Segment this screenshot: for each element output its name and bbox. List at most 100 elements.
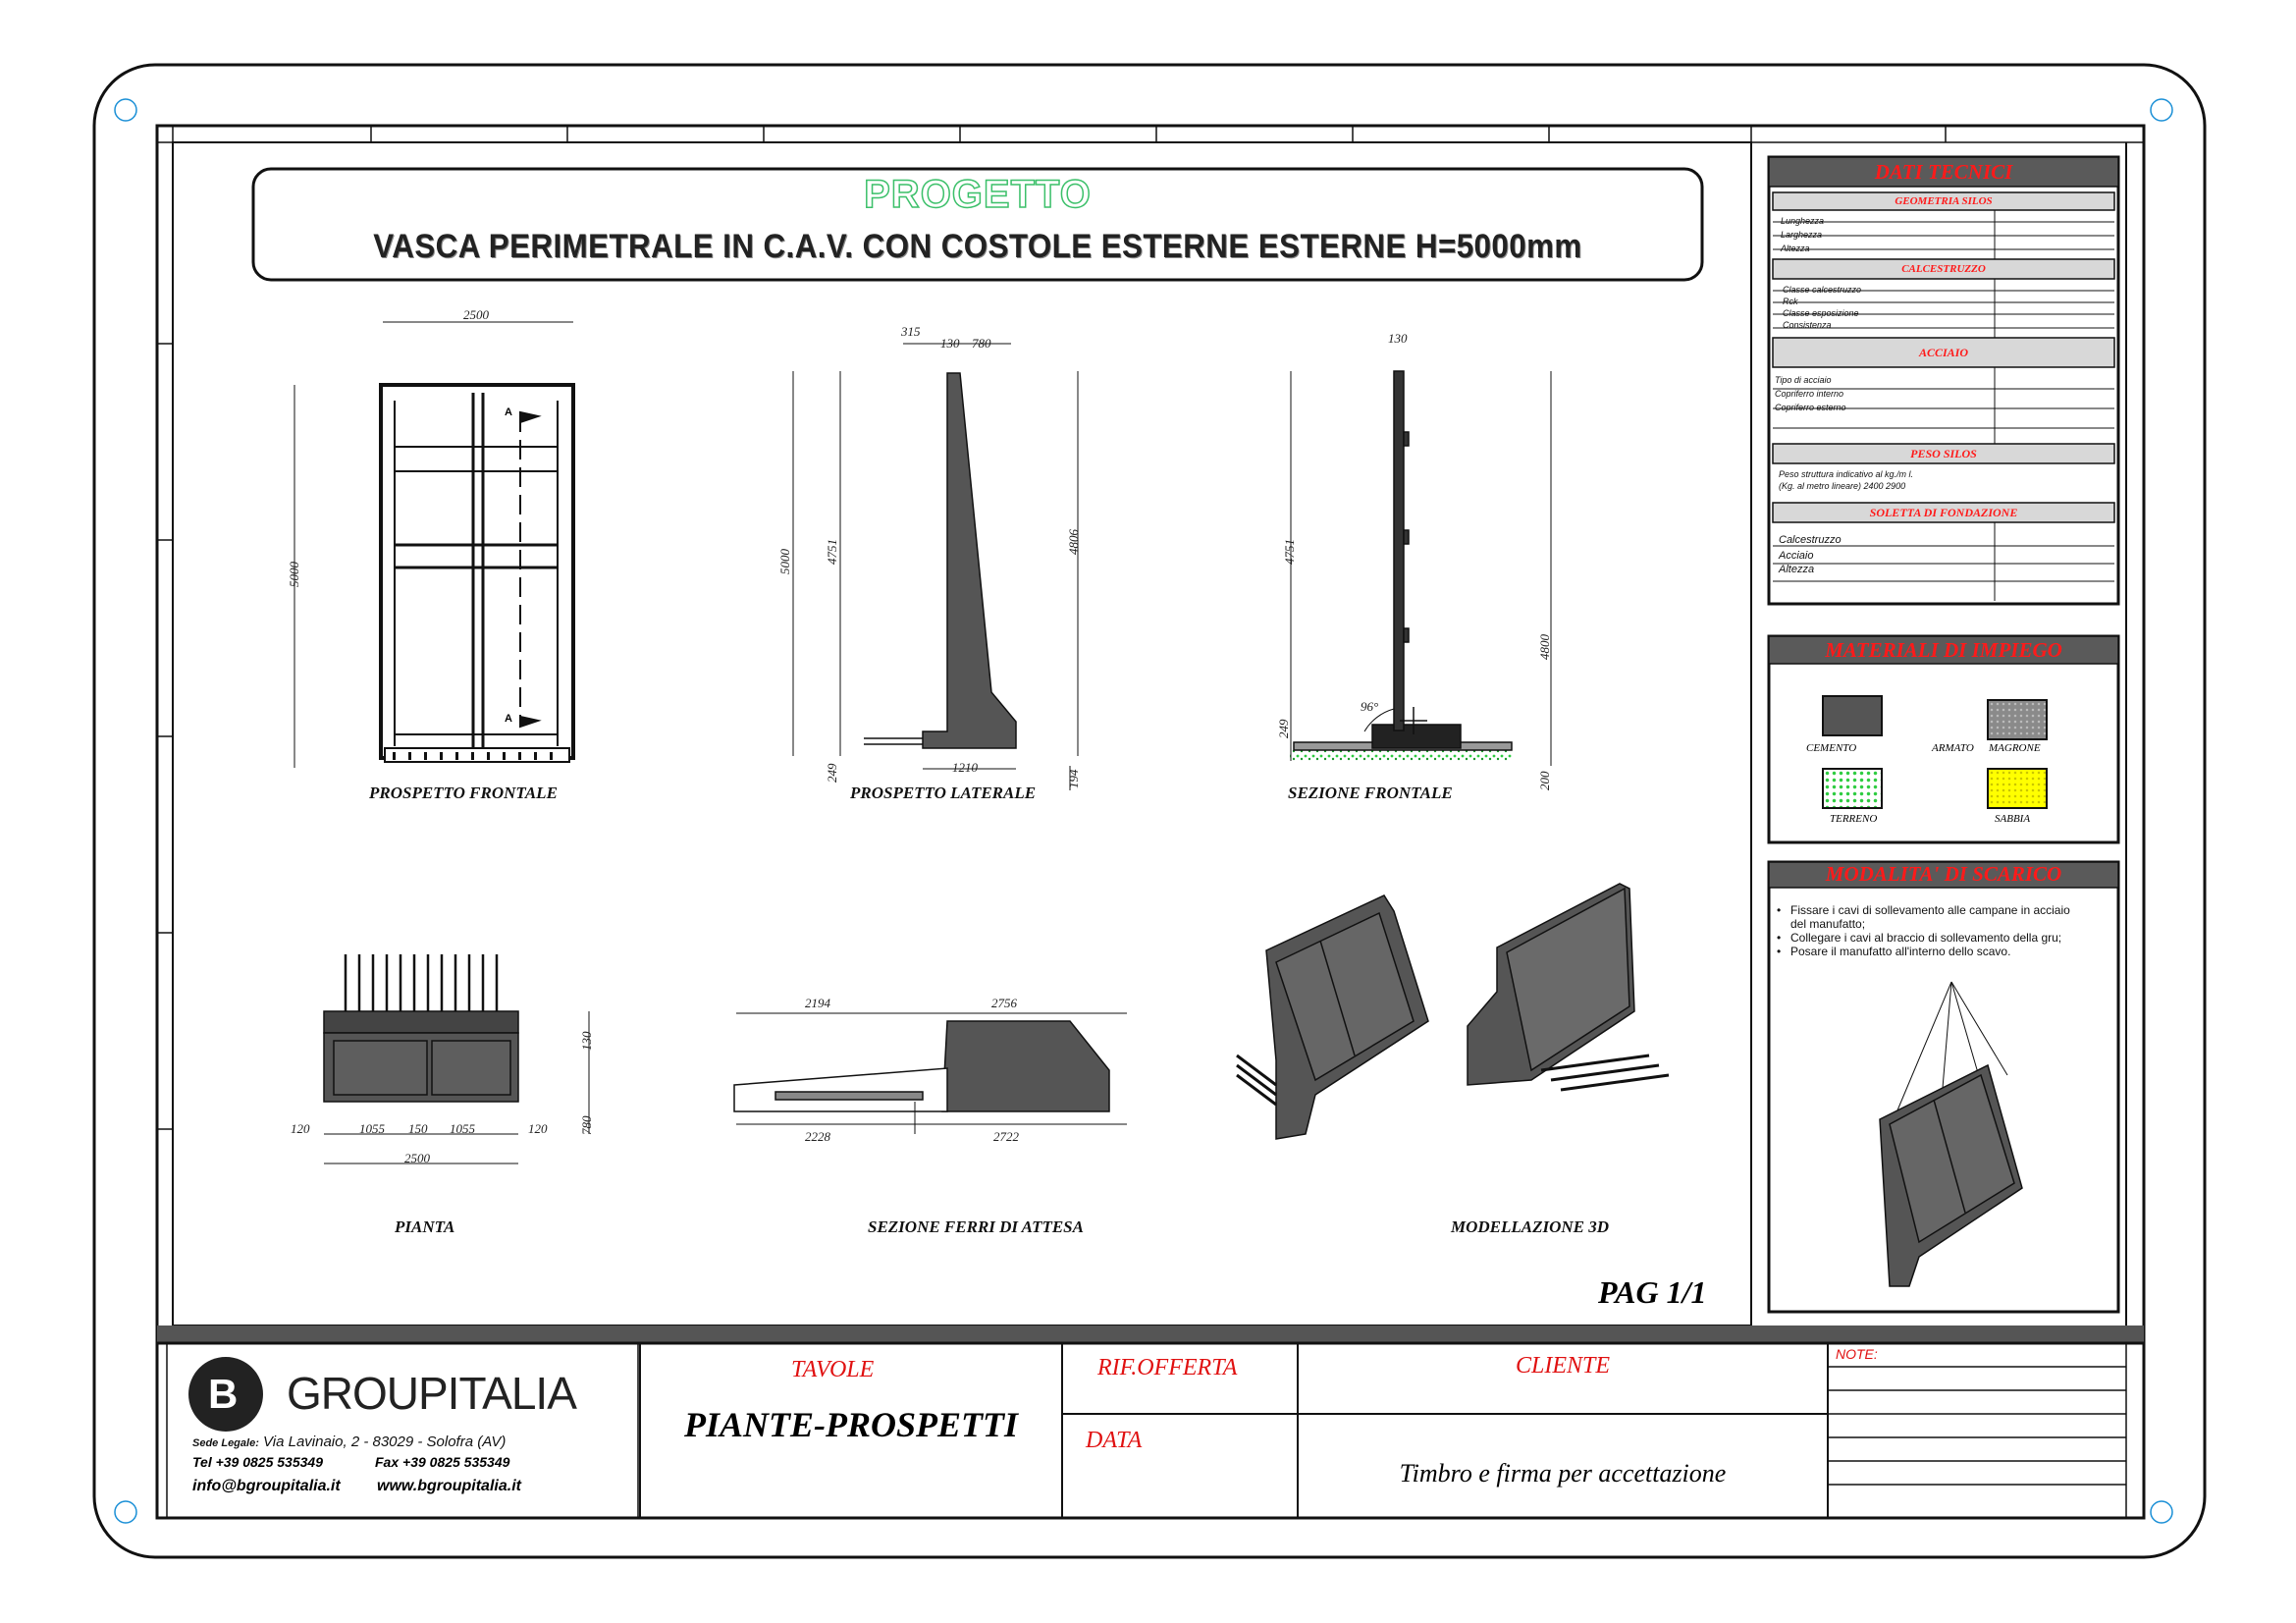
row-copriferro-interno: Copriferro interno bbox=[1775, 389, 1844, 399]
tavole-value: PIANTE-PROSPETTI bbox=[683, 1405, 1018, 1444]
label-pianta: PIANTA bbox=[395, 1217, 455, 1236]
row-soletta-acciaio: Acciaio bbox=[1779, 550, 1814, 562]
section-mark-bottom: A bbox=[505, 713, 512, 725]
dim-120-b: 120 bbox=[528, 1121, 548, 1136]
dim-2722: 2722 bbox=[993, 1129, 1019, 1144]
step-2: Collegare i cavi al braccio di sollevame… bbox=[1773, 931, 2107, 945]
sezione-ferri-drawing bbox=[733, 1012, 1127, 1134]
row-peso-1: Peso struttura indicativo al kg./m l. bbox=[1779, 469, 1914, 479]
dim-130: 130 bbox=[940, 336, 960, 351]
material-sabbia: SABBIA bbox=[1995, 813, 2031, 825]
dim-2756: 2756 bbox=[991, 996, 1017, 1010]
dim-4751-lat: 4751 bbox=[825, 539, 839, 565]
label-sezione-ferri: SEZIONE FERRI DI ATTESA bbox=[868, 1217, 1084, 1236]
tavole-label: TAVOLE bbox=[791, 1357, 875, 1382]
row-classe-cls: Classe calcestruzzo bbox=[1783, 285, 1862, 295]
data-label: DATA bbox=[1086, 1428, 1143, 1453]
row-consistenza: Consistenza bbox=[1783, 320, 1832, 330]
step-3: Posare il manufatto all'interno dello sc… bbox=[1773, 945, 2107, 958]
materiali-title: MATERIALI DI IMPIEGO bbox=[1825, 638, 2062, 662]
dim-2194: 2194 bbox=[805, 996, 830, 1010]
swatch-cemento bbox=[1822, 695, 1883, 736]
section-peso: PESO SILOS bbox=[1910, 447, 1977, 460]
sezione-frontale-drawing bbox=[1290, 370, 1552, 766]
row-peso-2: (Kg. al metro lineare) 2400 2900 bbox=[1779, 481, 1906, 491]
dim-1055-b: 1055 bbox=[450, 1121, 475, 1136]
dim-120-a: 120 bbox=[291, 1121, 310, 1136]
dim-130-pianta: 130 bbox=[579, 1031, 594, 1052]
prospetto-frontale-drawing bbox=[294, 321, 575, 768]
project-label: PROGETTO bbox=[863, 172, 1092, 217]
section-acciaio: ACCIAIO bbox=[1918, 346, 1969, 359]
step-1b: del manufatto; bbox=[1790, 917, 1866, 931]
materiali-frame bbox=[1767, 634, 2120, 844]
dim-height: 5000 bbox=[287, 562, 301, 587]
dim-1055-a: 1055 bbox=[359, 1121, 385, 1136]
row-rck: Rck bbox=[1783, 297, 1798, 306]
dim-315: 315 bbox=[901, 324, 921, 339]
modalita-steps: Fissare i cavi di sollevamento alle camp… bbox=[1773, 903, 2107, 958]
dim-249-lat: 249 bbox=[825, 763, 839, 784]
pianta-drawing bbox=[323, 954, 590, 1164]
note-label: NOTE: bbox=[1836, 1346, 1878, 1362]
section-geometria: GEOMETRIA SILOS bbox=[1895, 195, 1993, 207]
row-soletta-altezza: Altezza bbox=[1779, 564, 1815, 575]
tel: Tel +39 0825 535349 bbox=[192, 1454, 323, 1470]
dati-tecnici-title: DATI TECNICI bbox=[1874, 160, 2013, 184]
timbro-firma: Timbro e firma per accettazione bbox=[1399, 1459, 1727, 1488]
label-prospetto-frontale: PROSPETTO FRONTALE bbox=[369, 784, 558, 802]
dim-194: 194 bbox=[1066, 769, 1081, 789]
modalita-title: MODALITA' DI SCARICO bbox=[1825, 862, 2062, 886]
address: Via Lavinaio, 2 - 83029 - Solofra (AV) bbox=[263, 1434, 507, 1450]
modellazione-3d-drawing bbox=[1236, 883, 1670, 1140]
dim-2500-pianta: 2500 bbox=[404, 1151, 430, 1165]
address-prefix: Sede Legale: bbox=[192, 1437, 259, 1449]
dim-2228: 2228 bbox=[805, 1129, 830, 1144]
swatch-terreno bbox=[1822, 768, 1883, 809]
dim-width: 2500 bbox=[463, 307, 489, 322]
project-title: VASCA PERIMETRALE IN C.A.V. CON COSTOLE … bbox=[373, 228, 1582, 265]
logo-circle bbox=[188, 1357, 263, 1432]
section-calcestruzzo: CALCESTRUZZO bbox=[1901, 263, 1986, 275]
dim-4800: 4800 bbox=[1537, 634, 1552, 660]
brand-name: GROUPITALIA bbox=[287, 1368, 577, 1419]
dim-5000-lat: 5000 bbox=[777, 549, 792, 574]
row-copriferro-esterno: Copriferro esterno bbox=[1775, 403, 1846, 412]
row-altezza: Altezza bbox=[1781, 243, 1810, 253]
dim-130-sez: 130 bbox=[1388, 331, 1408, 346]
step-1: Fissare i cavi di sollevamento alle camp… bbox=[1773, 903, 2107, 917]
section-mark-top: A bbox=[505, 406, 512, 418]
material-magrone: MAGRONE bbox=[1989, 742, 2041, 754]
dim-249-sez: 249 bbox=[1276, 719, 1291, 739]
dim-1210: 1210 bbox=[952, 760, 978, 775]
row-larghezza: Larghezza bbox=[1781, 230, 1823, 240]
dati-tecnici-frame bbox=[1767, 155, 2120, 606]
row-soletta-cls: Calcestruzzo bbox=[1779, 534, 1842, 546]
dim-200: 200 bbox=[1537, 771, 1552, 791]
dim-780-pianta: 780 bbox=[579, 1115, 594, 1136]
dim-150: 150 bbox=[408, 1121, 428, 1136]
section-soletta: SOLETTA DI FONDAZIONE bbox=[1869, 506, 2018, 519]
page-number: PAG 1/1 bbox=[1598, 1274, 1707, 1310]
row-classe-esposizione: Classe esposizione bbox=[1783, 308, 1859, 318]
prospetto-laterale-drawing bbox=[792, 343, 1079, 790]
row-tipo-acciaio: Tipo di acciaio bbox=[1775, 375, 1832, 385]
material-cemento: CEMENTO bbox=[1806, 742, 1857, 754]
logo-letter: B bbox=[208, 1371, 239, 1417]
swatch-magrone bbox=[1987, 699, 2048, 740]
label-modellazione: MODELLAZIONE 3D bbox=[1451, 1217, 1610, 1236]
swatch-sabbia bbox=[1987, 768, 2048, 809]
address-line: Sede Legale: Via Lavinaio, 2 - 83029 - S… bbox=[192, 1434, 506, 1450]
row-lunghezza: Lunghezza bbox=[1781, 216, 1825, 226]
email[interactable]: info@bgroupitalia.it bbox=[192, 1478, 341, 1494]
dim-angle: 96° bbox=[1361, 699, 1379, 714]
rif-offerta-label: RIF.OFFERTA bbox=[1097, 1355, 1238, 1380]
dim-4806: 4806 bbox=[1066, 529, 1081, 555]
cliente-label: CLIENTE bbox=[1515, 1353, 1611, 1379]
label-prospetto-laterale: PROSPETTO LATERALE bbox=[850, 784, 1037, 802]
label-sezione-frontale: SEZIONE FRONTALE bbox=[1288, 784, 1453, 802]
dim-4751-sez: 4751 bbox=[1282, 539, 1297, 565]
website[interactable]: www.bgroupitalia.it bbox=[377, 1478, 521, 1494]
